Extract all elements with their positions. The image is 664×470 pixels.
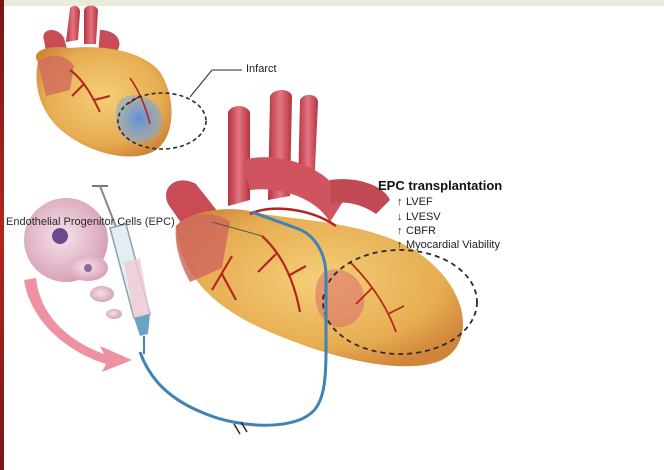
migration-arrow: [24, 278, 132, 372]
arrow-up-icon: ↑: [397, 196, 406, 208]
effect-label: CBFR: [406, 225, 436, 237]
arrow-down-icon: ↓: [397, 211, 406, 223]
effect-label: LVEF: [406, 196, 433, 208]
effect-label: Myocardial Viability: [406, 239, 500, 251]
epc-transplantation-title: EPC transplantation: [378, 178, 502, 193]
epc-cells-label: Endothelial Progenitor Cells (EPC): [6, 216, 175, 228]
arrow-up-icon: ↑: [397, 225, 406, 237]
infarct-label: Infarct: [246, 63, 277, 75]
effect-myocardial-viability: ↑Myocardial Viability: [397, 239, 500, 251]
effect-label: LVESV: [406, 211, 441, 223]
small-heart: [36, 6, 172, 157]
effect-lvesv: ↓LVESV: [397, 211, 441, 223]
effect-lvef: ↑LVEF: [397, 196, 433, 208]
arrow-up-icon: ↑: [397, 239, 406, 251]
effect-cbfr: ↑CBFR: [397, 225, 436, 237]
